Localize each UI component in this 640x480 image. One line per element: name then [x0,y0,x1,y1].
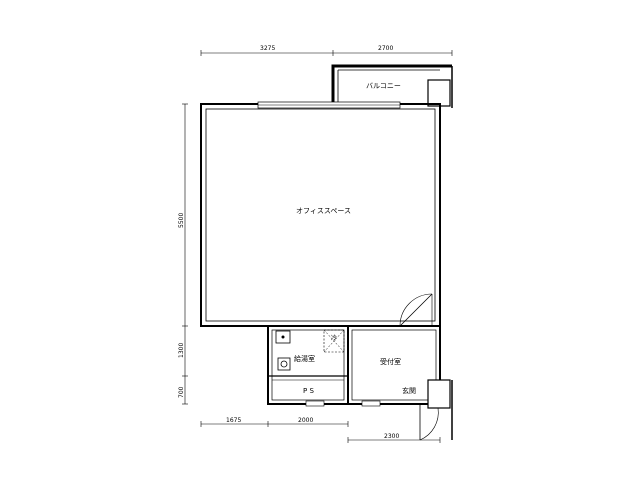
label-balcony: バルコニー [366,82,401,90]
label-floor-drain: 冷 [331,334,337,342]
dim-bottom-mid: 2000 [298,417,313,424]
dim-left-tall: 5500 [178,213,185,228]
balcony-column [427,79,451,107]
lower-section [267,325,441,407]
balcony-parapet [331,64,452,104]
dimension-lines [182,50,453,443]
entrance-area [419,379,453,441]
dim-left-low: 700 [178,386,185,398]
dim-bottom-left: 1675 [226,417,241,424]
entrance-column [427,379,451,409]
entrance-door[interactable] [419,404,439,441]
label-ps: P S [303,387,314,395]
sink-fixture [275,330,291,344]
balcony-area [331,64,453,108]
dim-top-right: 2700 [378,45,393,52]
label-office: オフィススペース [296,207,351,215]
label-entrance: 玄関 [402,386,416,395]
office-door[interactable] [399,293,433,327]
reception-door-bottom[interactable] [361,400,381,407]
room-labels: バルコニー オフィススペース 給湯室 受付室 玄関 P S 冷 [294,82,416,395]
dim-top-left: 3275 [260,45,275,52]
dimension-labels: 3275 2700 5500 1300 700 1675 2000 2300 [178,45,399,440]
kitchenette-fixtures [275,329,345,371]
stove-fixture [277,357,291,371]
dim-bottom-right: 2300 [384,433,399,440]
ps-door[interactable] [305,400,325,407]
label-kitchenette: 給湯室 [294,354,315,363]
dim-left-mid: 1300 [178,343,185,358]
label-reception: 受付室 [380,357,401,366]
